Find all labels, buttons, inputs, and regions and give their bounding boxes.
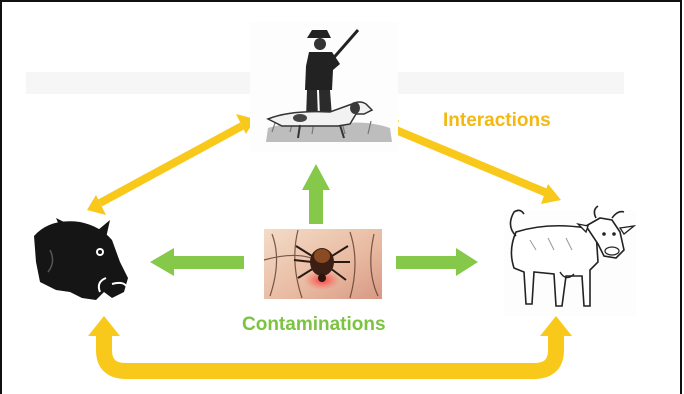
interactions-label: Interactions <box>443 110 551 131</box>
interaction-arrow-boar-hunter <box>87 114 255 215</box>
tick-icon <box>263 229 382 299</box>
wild-boar-icon <box>34 218 129 300</box>
contamination-arrow-up <box>302 164 330 224</box>
interaction-arrow-hunter-cow <box>384 120 561 204</box>
contamination-arrow-right <box>396 248 478 276</box>
contamination-arrow-left <box>150 248 244 276</box>
hunter-with-dog-icon <box>250 22 398 152</box>
interaction-arrow-boar-cow <box>88 316 572 379</box>
cow-icon <box>504 205 637 316</box>
contaminations-label: Contaminations <box>242 314 386 335</box>
